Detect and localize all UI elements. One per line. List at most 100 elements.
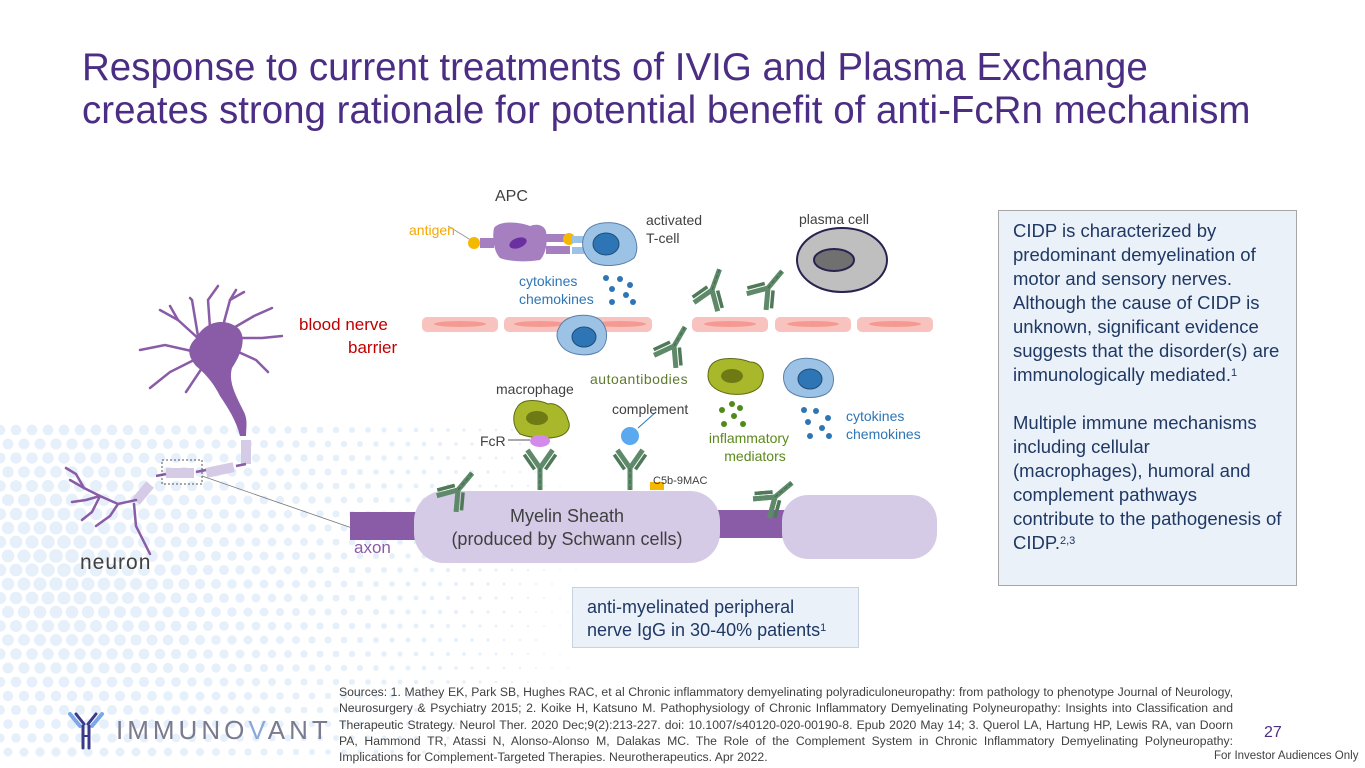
background-dot xyxy=(348,538,356,546)
background-dot xyxy=(0,705,5,715)
background-dot xyxy=(454,470,458,474)
background-dot xyxy=(429,567,435,573)
background-dot xyxy=(17,605,31,619)
background-dot xyxy=(445,623,451,629)
background-dot xyxy=(219,537,229,547)
cidp-description-para2: Multiple immune mechanisms including cel… xyxy=(1013,412,1282,553)
title-line-1: Response to current treatments of IVIG a… xyxy=(82,46,1148,89)
background-dot xyxy=(308,552,316,560)
background-dot xyxy=(122,648,134,660)
background-dot xyxy=(510,596,514,600)
background-dot xyxy=(236,734,244,742)
background-dot xyxy=(397,623,403,629)
background-dot xyxy=(502,442,506,446)
background-dot xyxy=(65,549,79,563)
background-dot xyxy=(0,452,6,464)
background-dot xyxy=(389,665,395,671)
background-dot xyxy=(33,577,47,591)
background-dot xyxy=(478,568,482,572)
background-dot xyxy=(494,568,498,572)
background-dot xyxy=(65,521,79,535)
background-dot xyxy=(97,521,111,535)
background-dot xyxy=(162,522,174,534)
background-dot xyxy=(389,693,395,699)
background-dot xyxy=(567,667,569,669)
background-dot xyxy=(227,551,237,561)
activated-tcell xyxy=(572,222,638,266)
background-dot xyxy=(324,524,332,532)
background-dot xyxy=(171,677,181,687)
background-dot xyxy=(510,680,514,684)
background-dot xyxy=(259,579,269,589)
background-dot xyxy=(478,624,482,628)
background-dot xyxy=(324,636,332,644)
background-dot xyxy=(405,553,411,559)
background-dot xyxy=(220,734,228,742)
background-dot xyxy=(35,747,45,757)
background-dot xyxy=(195,747,205,757)
background-dot xyxy=(356,636,364,644)
background-dot xyxy=(115,719,125,729)
sources-footnote: Sources: 1. Mathey EK, Park SB, Hughes R… xyxy=(339,685,1233,765)
background-dot xyxy=(454,442,458,446)
background-dot xyxy=(551,695,553,697)
background-dot xyxy=(365,651,371,657)
background-dot xyxy=(73,619,87,633)
background-dot xyxy=(413,483,419,489)
background-dot xyxy=(259,635,269,645)
background-dot xyxy=(454,638,458,642)
background-dot xyxy=(267,621,277,631)
slide-title: Response to current treatments of IVIG a… xyxy=(82,46,1332,132)
background-dot xyxy=(397,735,403,741)
background-dot xyxy=(89,619,103,633)
background-dot xyxy=(90,676,102,688)
background-dot xyxy=(146,522,158,534)
background-dot xyxy=(162,578,174,590)
background-dot xyxy=(42,704,54,716)
background-dot xyxy=(9,563,23,577)
background-dot xyxy=(178,522,190,534)
background-dot xyxy=(210,550,222,562)
background-dot xyxy=(470,694,474,698)
cytokines-label-top-1: cytokines xyxy=(519,273,578,289)
background-dot xyxy=(365,679,371,685)
background-dot xyxy=(340,580,348,588)
background-dot xyxy=(251,593,261,603)
background-dot xyxy=(97,605,111,619)
background-dot xyxy=(260,720,268,728)
background-dot xyxy=(251,537,261,547)
background-dot xyxy=(82,438,94,450)
background-dot xyxy=(26,648,38,660)
background-dot xyxy=(163,719,173,729)
background-dot xyxy=(243,523,253,533)
background-dot xyxy=(1,493,15,507)
background-dot xyxy=(437,665,443,671)
background-dot xyxy=(543,681,545,683)
background-dot xyxy=(405,497,411,503)
background-dot xyxy=(437,441,443,447)
background-dot xyxy=(243,663,253,673)
igg-callout-line1: anti-myelinated peripheral xyxy=(587,597,795,617)
background-dot xyxy=(462,596,466,600)
cytokines-label-right-2: chemokines xyxy=(846,426,921,442)
background-dot xyxy=(211,495,221,505)
background-dot xyxy=(413,679,419,685)
background-dot xyxy=(243,495,253,505)
background-dot xyxy=(2,466,14,478)
background-dot xyxy=(251,425,261,435)
background-dot xyxy=(446,736,450,740)
background-dot xyxy=(219,593,229,603)
background-dot xyxy=(131,747,141,757)
cytokines-label-right-1: cytokines xyxy=(846,408,905,424)
background-dot xyxy=(202,536,214,548)
background-dot xyxy=(356,496,364,504)
background-dot xyxy=(18,466,30,478)
background-dot xyxy=(107,733,117,743)
footnote-ref: 2,3 xyxy=(1059,535,1076,547)
background-dot xyxy=(203,621,213,631)
background-dot xyxy=(421,665,427,671)
background-dot xyxy=(98,634,110,646)
background-dot xyxy=(171,705,181,715)
background-dot xyxy=(413,623,419,629)
background-dot xyxy=(502,722,506,726)
